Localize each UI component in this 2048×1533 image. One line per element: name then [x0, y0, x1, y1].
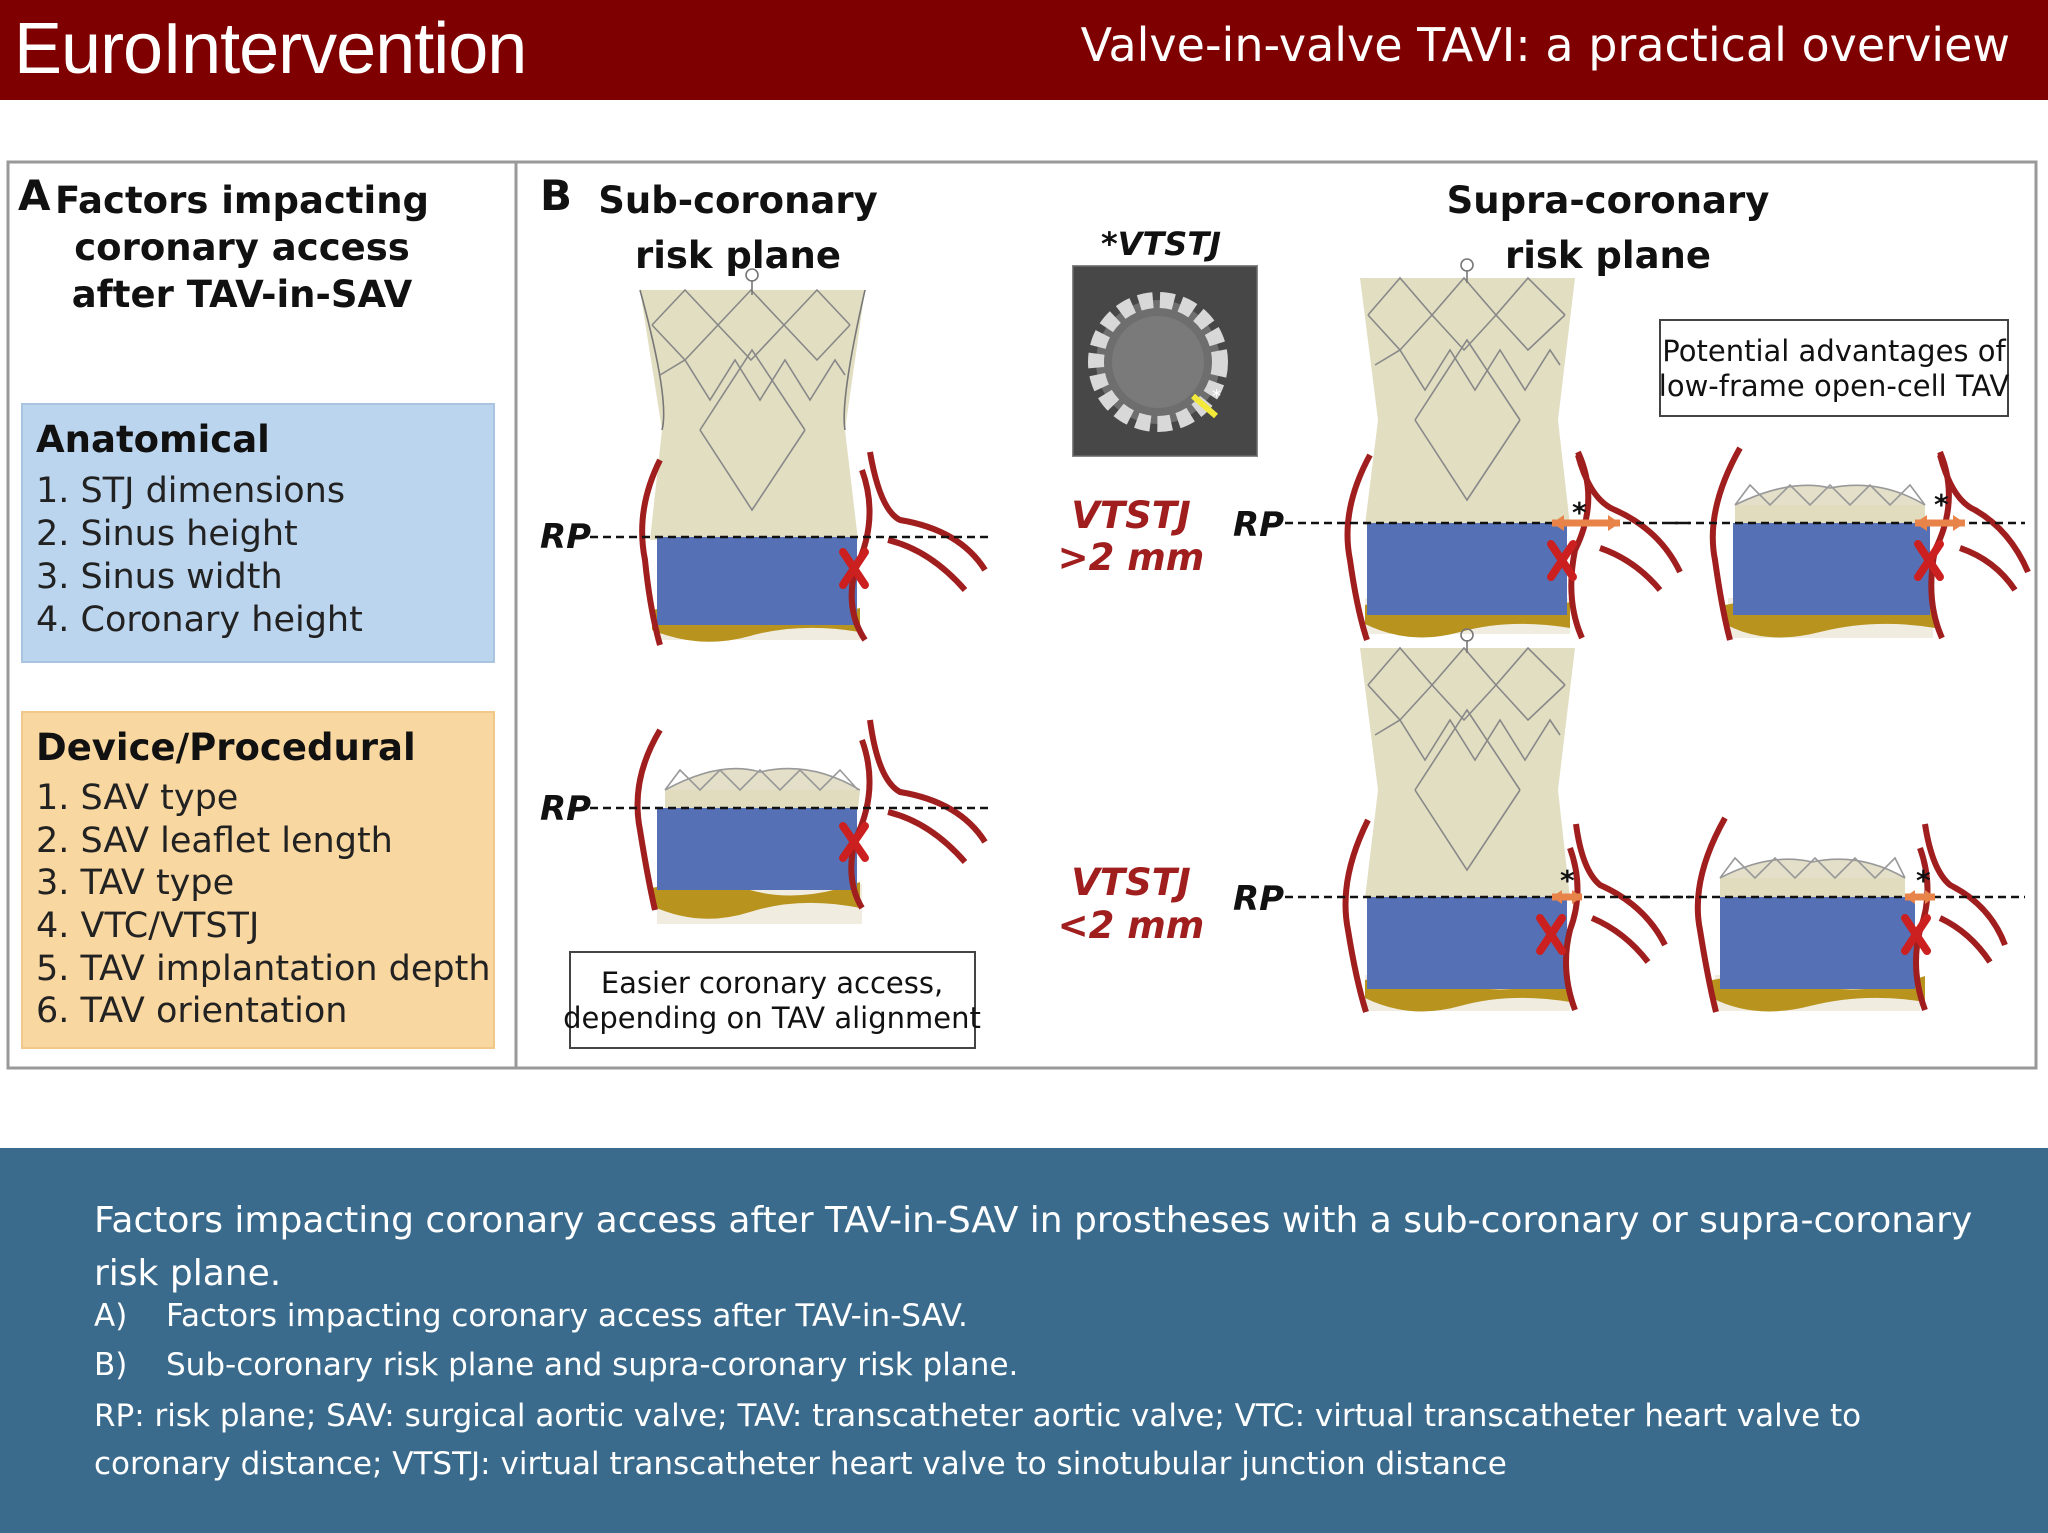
anatomical-item-3: 3. Sinus width: [36, 557, 283, 597]
easier-access-line-1: Easier coronary access,: [601, 966, 943, 1000]
header-bar: EuroIntervention Valve-in-valve TAVI: a …: [0, 0, 2048, 100]
valve-sub-tall: [590, 268, 990, 646]
anatomical-box: [21, 403, 495, 663]
vtstj-lt-label-1: VTSTJ: [1071, 861, 1191, 904]
asterisk-4: *: [1916, 864, 1931, 897]
sub-coronary-title-1: Sub-coronary: [598, 179, 878, 222]
figure-diagram: A Factors impacting coronary access afte…: [6, 160, 2038, 1070]
vtstj-inset-label: *VTSTJ: [1101, 225, 1221, 263]
caption-item-a: A) Factors impacting coronary access afte…: [94, 1296, 968, 1336]
caption-title: Factors impacting coronary access after …: [94, 1200, 1973, 1294]
caption-abbreviations: RP: risk plane; SAV: surgical aortic val…: [94, 1398, 1862, 1482]
article-title: Valve-in-valve TAVI: a practical overvie…: [1080, 18, 2010, 72]
vtstj-gt-label-2: >2 mm: [1058, 536, 1205, 579]
device-item-6: 6. TAV orientation: [36, 991, 347, 1031]
valve-supra-tall-gt: [1285, 258, 1690, 641]
journal-logo: EuroIntervention: [14, 9, 527, 89]
anatomical-item-1: 1. STJ dimensions: [36, 471, 345, 511]
caption-item-b-text: Sub-coronary risk plane and supra-corona…: [166, 1347, 1019, 1383]
advantages-box: [1659, 319, 2009, 417]
advantages-line-2: low-frame open-cell TAV: [1659, 369, 2010, 403]
caption-item-b-label: B): [94, 1347, 128, 1383]
caption-panel: Factors impacting coronary access after …: [0, 1148, 2048, 1533]
anatomical-item-4: 4. Coronary height: [36, 600, 363, 640]
panel-a-title-3: after TAV-in-SAV: [72, 273, 413, 316]
device-item-4: 4. VTC/VTSTJ: [36, 906, 259, 946]
rp-label-4: RP: [1233, 879, 1284, 919]
asterisk-1: *: [1572, 496, 1587, 529]
caption-item-a-label: A): [94, 1298, 128, 1334]
valve-supra-low-gt: [1670, 446, 2031, 641]
anatomical-heading: Anatomical: [36, 418, 270, 461]
supra-coronary-title-2: risk plane: [1505, 234, 1711, 277]
panel-a-letter: A: [18, 171, 51, 220]
asterisk-3: *: [1560, 864, 1575, 897]
easier-access-box: [569, 951, 976, 1049]
svg-text:*: *: [1212, 386, 1221, 407]
advantages-line-1: Potential advantages of: [1662, 334, 2006, 368]
panel-a-title-2: coronary access: [74, 226, 410, 269]
rp-label-3: RP: [1233, 505, 1284, 545]
panel-b-border: [514, 160, 2038, 1070]
caption-item-a-text: Factors impacting coronary access after …: [166, 1298, 968, 1334]
supra-coronary-title-1: Supra-coronary: [1447, 179, 1770, 222]
device-item-1: 1. SAV type: [36, 778, 238, 818]
figure-area: A Factors impacting coronary access afte…: [0, 100, 2048, 1150]
caption-item-b: B) Sub-coronary risk plane and supra-coro…: [94, 1345, 1018, 1385]
rp-label-1: RP: [540, 517, 591, 557]
device-item-3: 3. TAV type: [36, 863, 234, 903]
panel-b-letter: B: [540, 171, 572, 220]
vtstj-gt-label-1: VTSTJ: [1071, 494, 1191, 537]
easier-access-line-2: depending on TAV alignment: [563, 1001, 981, 1035]
vtstj-lt-label-2: <2 mm: [1058, 904, 1205, 947]
sub-coronary-title-2: risk plane: [635, 234, 841, 277]
device-item-5: 5. TAV implantation depth: [36, 949, 491, 989]
valve-sub-low: [590, 719, 990, 924]
rp-label-2: RP: [540, 789, 591, 829]
valve-supra-low-lt: [1660, 816, 2025, 1013]
ct-image-inset: *: [1072, 265, 1258, 457]
asterisk-2: *: [1934, 488, 1949, 521]
device-heading: Device/Procedural: [36, 726, 416, 769]
valve-supra-tall-lt: [1285, 628, 1690, 1013]
device-item-2: 2. SAV leaflet length: [36, 821, 393, 861]
device-box: [21, 711, 495, 1049]
anatomical-item-2: 2. Sinus height: [36, 514, 298, 554]
panel-a-title-1: Factors impacting: [55, 179, 429, 222]
